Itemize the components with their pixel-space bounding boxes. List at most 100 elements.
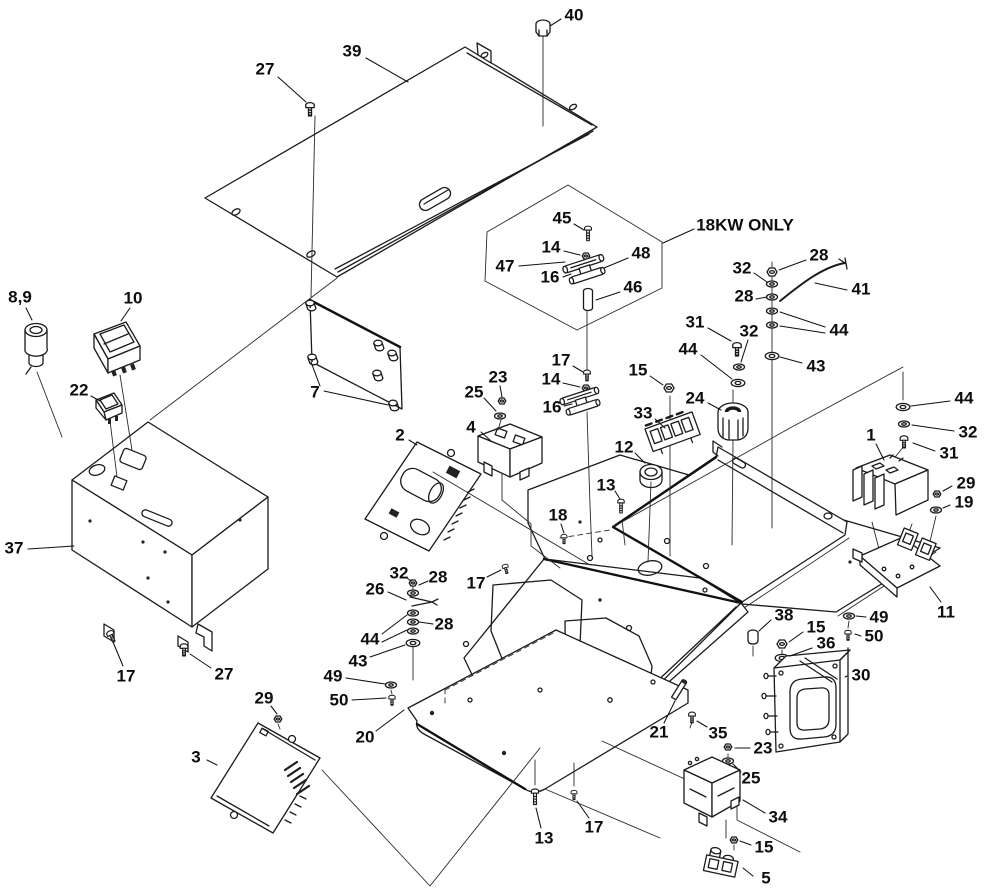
callout-label: 17	[467, 574, 486, 593]
callout-leader-line	[562, 382, 581, 388]
callout-leader-line	[779, 325, 826, 334]
callout-label: 44	[830, 321, 849, 340]
part-38-screw	[747, 629, 759, 645]
callout-32: 32	[390, 564, 412, 583]
callout-leader-line	[518, 261, 566, 267]
callout-leader-line	[576, 800, 590, 819]
callout-label: 15	[755, 838, 774, 857]
callout-31: 31	[686, 313, 732, 342]
callout-label: 24	[686, 389, 705, 408]
callout-leader-line	[365, 57, 409, 83]
callout-37: 37	[5, 539, 75, 558]
callout-label: 30	[852, 666, 871, 685]
callout-10: 10	[120, 289, 143, 322]
callout-label: 50	[865, 627, 884, 646]
callout-leader-line	[778, 259, 807, 271]
callout-leader-line	[560, 523, 565, 534]
callout-32: 32	[740, 322, 759, 363]
callout-35: 35	[696, 720, 727, 743]
callout-leader-line	[387, 591, 407, 601]
part-12-grommet	[639, 463, 663, 489]
part-3-circuit-board	[210, 722, 321, 834]
callout-leader-line	[27, 545, 75, 550]
callout-label: 25	[465, 383, 484, 402]
callout-label: 44	[361, 630, 380, 649]
callout-leader-line	[603, 257, 629, 269]
callout-label: 43	[807, 357, 826, 376]
callout-label: 10	[124, 289, 143, 308]
callout-leader-line	[779, 311, 826, 328]
callout-leader-line	[739, 840, 752, 846]
callout-label: 40	[565, 6, 584, 25]
callout-label: 16	[541, 268, 560, 287]
callout-leader-line	[707, 402, 722, 411]
callout-label: 28	[435, 615, 454, 634]
callout-label: 20	[356, 728, 375, 747]
callout-leader-line	[375, 709, 405, 732]
callout-label: 32	[740, 322, 759, 341]
callout-leader-line	[369, 644, 406, 658]
callout-27: 27	[256, 60, 307, 103]
callout-leader-line	[549, 18, 562, 27]
callout-leader-line	[277, 76, 307, 103]
callout-leader-line	[563, 250, 581, 256]
callout-leader-line	[189, 653, 212, 669]
callout-leader-line	[649, 375, 664, 386]
callout-label: 27	[215, 665, 234, 684]
callout-label: 19	[955, 493, 974, 512]
callout-label: 26	[366, 580, 385, 599]
note-boundary-hexagon	[484, 184, 663, 331]
callout-label: 17	[552, 351, 571, 370]
callout-17: 17	[112, 641, 135, 686]
callout-leader-line	[755, 296, 768, 300]
part-11-terminal-bracket	[852, 527, 941, 598]
callout-label: 46	[624, 278, 643, 297]
callout-label: 34	[769, 808, 788, 827]
callout-leader-line	[418, 621, 434, 625]
callout-leader-line	[406, 577, 412, 582]
callout-21: 21	[650, 700, 676, 742]
callout-leader-line	[855, 615, 867, 618]
callout-24: 24	[686, 389, 722, 411]
callout-leader-line	[758, 619, 772, 632]
callout-leader-line	[483, 397, 497, 412]
callout-26: 26	[366, 580, 407, 601]
callout-20: 20	[356, 709, 405, 747]
callout-label: 23	[754, 739, 773, 758]
callout-leader-line	[408, 439, 418, 446]
callout-label: 21	[650, 723, 669, 742]
callout-5: 5	[742, 867, 771, 888]
part-2-circuit-board	[364, 441, 482, 552]
callout-label: 2	[395, 426, 404, 445]
callout-label: 28	[429, 568, 448, 587]
callout-label: 15	[629, 361, 648, 380]
part-22-switch	[95, 392, 123, 424]
callout-30: 30	[844, 666, 871, 685]
callout-leader-line	[875, 443, 885, 461]
callout-leader-line	[499, 385, 503, 398]
part-10-rocker-switch	[93, 321, 141, 377]
callout-47: 47	[496, 257, 566, 276]
callout-14: 14	[542, 370, 581, 389]
callout-34: 34	[742, 799, 788, 827]
callout-14: 14	[542, 238, 581, 257]
callout-label: 28	[735, 287, 754, 306]
callout-19: 19	[942, 493, 974, 512]
callout-32: 32	[733, 259, 768, 283]
bottom-left-stack	[405, 579, 439, 681]
callout-leader-line	[654, 418, 666, 429]
callout-leader-line	[929, 586, 942, 603]
callout-15: 15	[788, 618, 826, 643]
callout-leader-line	[25, 307, 33, 321]
callout-leader-line	[595, 291, 621, 301]
callout-2: 2	[395, 426, 418, 446]
callout-43: 43	[349, 644, 406, 671]
callout-17: 17	[552, 351, 584, 373]
callout-38: 38	[758, 606, 793, 632]
callout-leader-line	[788, 631, 804, 643]
callout-44: 44	[779, 311, 849, 340]
callout-label: 15	[807, 618, 826, 637]
callout-leader-line	[634, 452, 646, 464]
callout-4: 4	[466, 418, 492, 442]
